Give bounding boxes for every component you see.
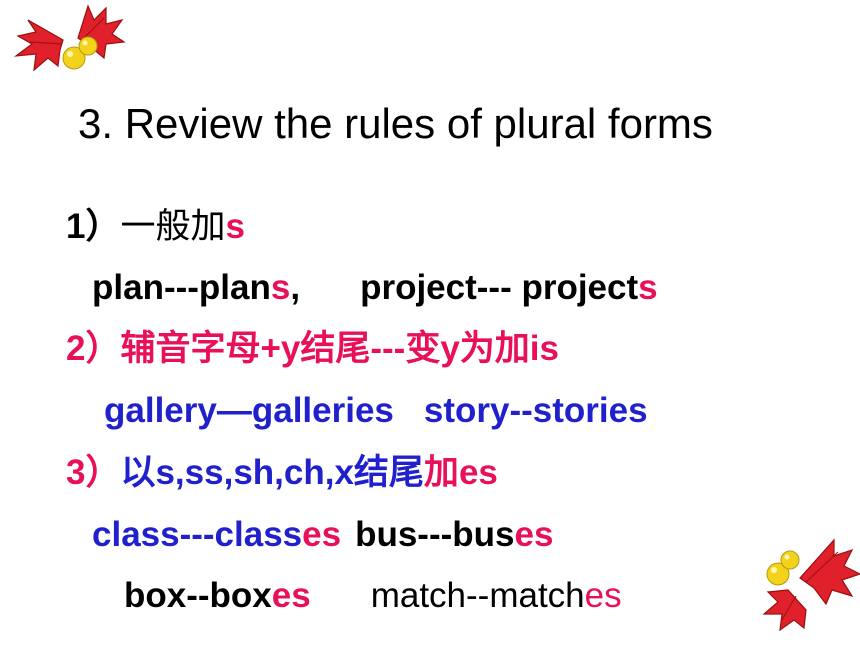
rule-suffix: es — [458, 453, 498, 492]
example-word: gallery—galleries — [104, 391, 394, 430]
rule-text: 一般加 — [120, 207, 226, 246]
example-ending: es — [514, 515, 554, 554]
example-word: story--stories — [423, 391, 648, 430]
example-stem: bus---bus — [355, 515, 515, 554]
rule-number: 3） — [66, 453, 121, 492]
holly-icon — [13, 4, 126, 72]
example-punct: , — [290, 268, 301, 307]
rule-number: 1） — [66, 207, 121, 246]
example-ending: es — [302, 515, 342, 554]
example-stem: plan---plan — [92, 268, 271, 307]
example-stem: class---class — [92, 515, 303, 554]
rule-suffix: s — [225, 207, 245, 246]
example-line: gallery—galleries story--stories — [104, 393, 648, 428]
rule-text: 辅音字母+y结尾---变y为加is — [120, 329, 559, 368]
example-stem: box--box — [124, 576, 272, 615]
rule-heading: 1）一般加s — [66, 209, 245, 244]
holly-icon — [762, 538, 860, 632]
example-ending: es — [271, 576, 311, 615]
rule-number: 2） — [66, 329, 121, 368]
rule-text: 以s,ss,sh,ch,x结尾 — [120, 453, 424, 492]
rule-heading: 2）辅音字母+y结尾---变y为加is — [66, 331, 559, 366]
example-ending: es — [584, 576, 622, 615]
rule-heading: 3）以s,ss,sh,ch,x结尾加es — [66, 455, 498, 490]
example-stem: project--- project — [360, 268, 639, 307]
page-title: 3. Review the rules of plural forms — [78, 100, 713, 147]
example-ending: s — [638, 268, 658, 307]
example-ending: s — [270, 268, 291, 307]
rule-text: 加 — [423, 453, 459, 492]
example-line: plan---plans,project--- projects — [92, 270, 658, 305]
example-stem: match--match — [370, 576, 585, 615]
